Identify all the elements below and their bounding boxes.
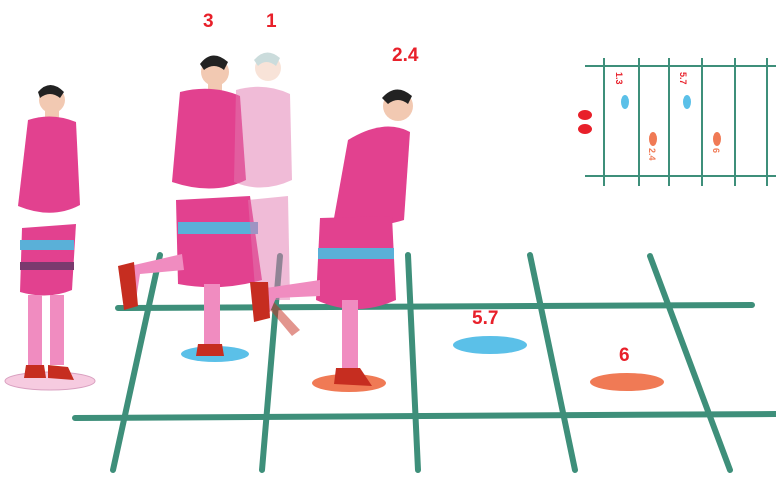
blue-spot-5-7 — [453, 336, 527, 354]
step-label-3: 3 — [203, 11, 214, 33]
step-label-5-7: 5.7 — [472, 308, 498, 330]
mini-label-1-3: 1.3 — [614, 72, 624, 85]
step-label-2-4: 2.4 — [392, 45, 418, 67]
mini-label-2-4: 2.4 — [647, 148, 657, 161]
floor-grid — [75, 255, 776, 470]
dancer-standing — [18, 85, 80, 380]
orange-footprint-icon — [649, 132, 721, 146]
blue-footprint-icon — [621, 95, 691, 109]
mini-label-5-7: 5.7 — [678, 72, 688, 85]
red-feet-icon — [578, 110, 592, 134]
step-label-1: 1 — [266, 11, 277, 33]
mini-label-6: 6 — [711, 148, 721, 153]
step-label-6: 6 — [619, 345, 630, 367]
orange-spot-6 — [590, 373, 664, 391]
